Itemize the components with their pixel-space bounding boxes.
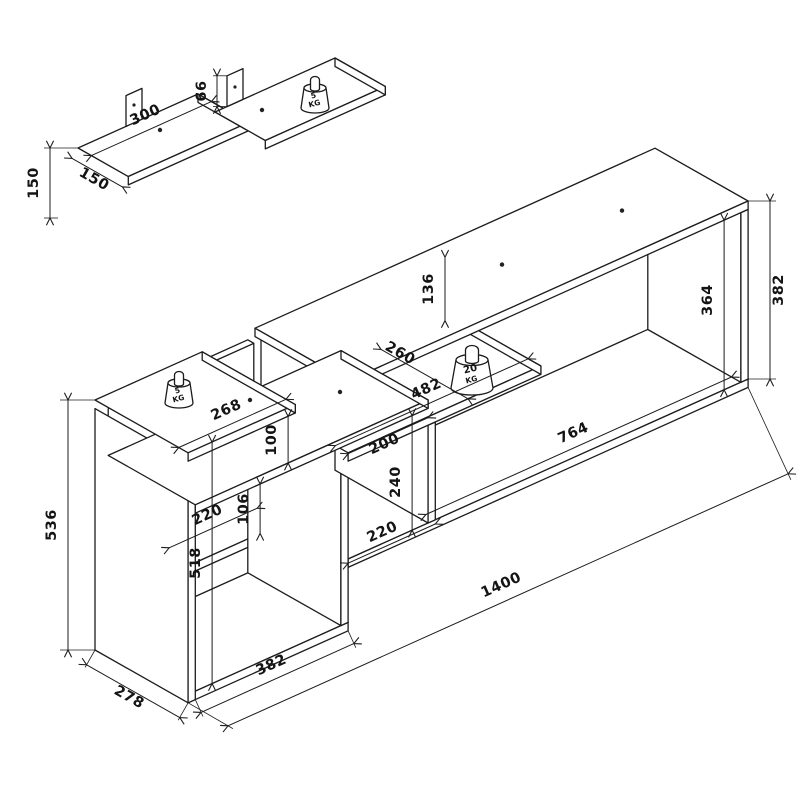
screw-hole-icon [247, 397, 253, 403]
weight-unit: KG [307, 98, 321, 110]
dim-label: 150 [26, 167, 42, 199]
dim-back-panel-height: 136 [421, 257, 445, 320]
dim-label: 1400 [479, 569, 524, 601]
dim-detail-height: 150 [26, 148, 78, 218]
weight-value: 5 [174, 386, 181, 396]
main-view: 20 KG 5 KG 536 278 382 [44, 147, 791, 728]
dim-left-inner-height: 518 [188, 442, 212, 683]
middle-partition-front [427, 421, 436, 524]
weight-value: 5 [310, 91, 317, 101]
dim-right-inner-height: 364 [700, 220, 724, 390]
screw-hole-icon [337, 389, 343, 395]
right-panel-front [740, 208, 749, 383]
screw-hole-icon [233, 85, 237, 89]
detail-shelf-right [214, 57, 386, 150]
dim-label: 382 [771, 274, 787, 306]
dim-label: 100 [264, 424, 280, 456]
detail-view: 5 KG 150 150 300 66 [26, 57, 386, 218]
dim-label: 364 [700, 284, 716, 316]
dim-label: 150 [76, 165, 112, 195]
dim-label: 278 [111, 683, 147, 713]
detail-weight-5kg: 5 KG [300, 75, 330, 114]
dim-label: 240 [388, 466, 404, 498]
screw-hole-icon [259, 107, 265, 113]
dim-label: 536 [44, 509, 60, 541]
screw-hole-icon [132, 103, 136, 107]
detail-shelf-left [77, 93, 249, 186]
screw-hole-icon [619, 208, 625, 213]
dim-detail-bracket-height: 66 [194, 76, 227, 107]
detail-shelf-right-side [334, 57, 386, 96]
detail-bracket-right [226, 67, 244, 108]
dim-label: 518 [188, 547, 204, 579]
dim-overall-height: 536 [44, 400, 95, 650]
dim-label: 106 [236, 493, 252, 525]
dim-right-panel-height: 382 [748, 201, 787, 379]
screw-hole-icon [499, 262, 505, 267]
dim-label: 66 [194, 80, 210, 101]
screw-hole-icon [157, 127, 163, 133]
dim-label: 136 [421, 273, 437, 305]
